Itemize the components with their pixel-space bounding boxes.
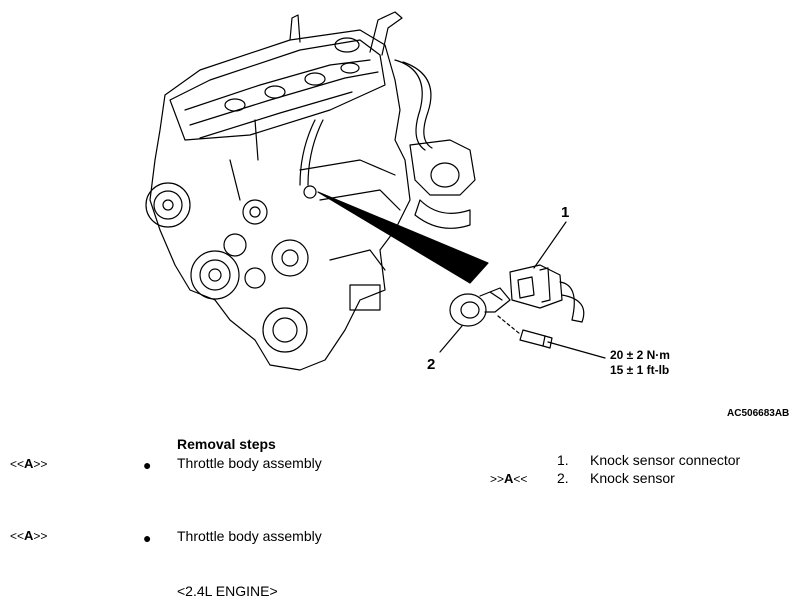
torque-spec-metric: 20 ± 2 N·m: [610, 348, 670, 362]
ref-mark-a-removal-point: >>A<<: [490, 471, 528, 486]
engine-variant-note: <2.4L ENGINE>: [177, 583, 278, 599]
view-pointer-wedge: [317, 191, 489, 284]
step-label: Knock sensor: [590, 470, 675, 486]
knock-sensor-drawing: [449, 287, 511, 327]
step-number: 2.: [557, 470, 569, 486]
step-number: 1.: [557, 452, 569, 468]
callout-1-leader: [533, 221, 567, 269]
torque-spec-imperial: 15 ± 1 ft-lb: [610, 363, 670, 377]
bullet-point: ●: [143, 530, 152, 546]
engine-knock-sensor-diagram: [145, 11, 606, 371]
callout-number-2: 2: [427, 356, 436, 373]
knock-sensor-connector-drawing: [509, 264, 585, 323]
engine-block-drawing: [145, 11, 476, 371]
knock-sensor-bolt-drawing: [497, 315, 553, 349]
ref-mark-a-service-point: <<A>>: [10, 528, 48, 543]
callout-number-1: 1: [561, 204, 570, 221]
step-label: Knock sensor connector: [590, 452, 741, 468]
torque-leader: [547, 341, 606, 359]
bullet-point: ●: [143, 457, 152, 473]
callout-2-leader: [439, 325, 463, 353]
ref-mark-a-service-point: <<A>>: [10, 456, 48, 471]
prep-item: Throttle body assembly: [177, 455, 322, 471]
prep-item: Throttle body assembly: [177, 528, 322, 544]
removal-steps-heading: Removal steps: [177, 436, 276, 452]
figure-id: AC506683AB: [727, 408, 790, 419]
